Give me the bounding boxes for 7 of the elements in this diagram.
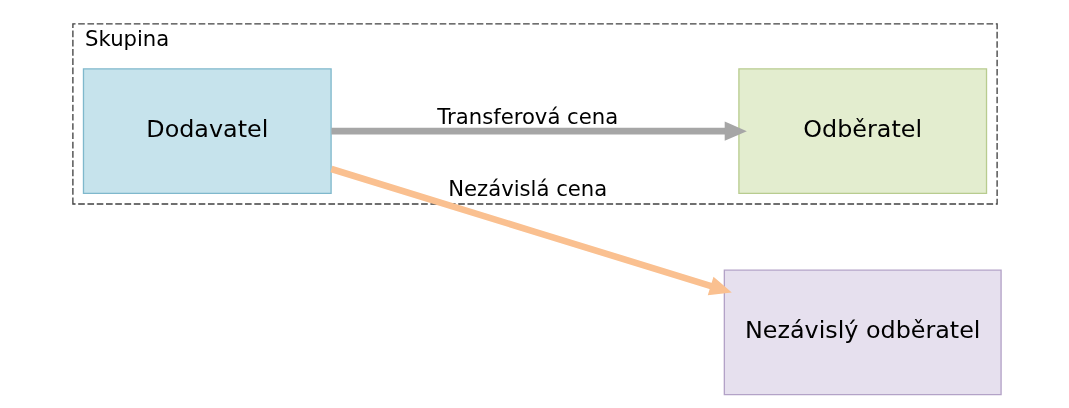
arrow (329, 165, 732, 296)
node-box: Dodavatel (82, 68, 332, 195)
node-box: Nezávislý odběratel (723, 269, 1002, 396)
edge-label: Nezávislá cena (447, 175, 607, 201)
node-box: Odběratel (737, 68, 987, 195)
arrow (330, 121, 747, 141)
edge-label: Transferová cena (436, 104, 618, 130)
